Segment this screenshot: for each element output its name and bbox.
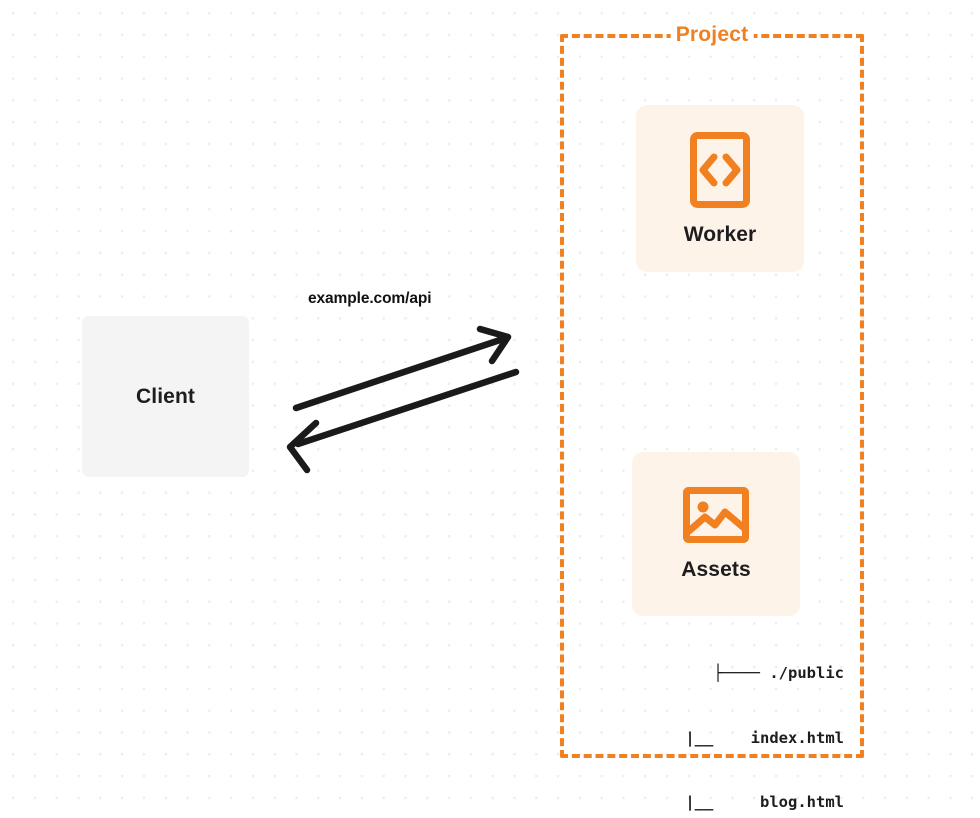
worker-card-label: Worker xyxy=(683,222,757,246)
file-tree-line: |__ index.html xyxy=(666,728,844,747)
project-title: Project xyxy=(670,23,754,47)
code-brackets-icon xyxy=(689,131,751,209)
arrow-right-icon xyxy=(292,325,512,412)
connection-endpoint-label: example.com/api xyxy=(308,290,432,307)
assets-file-tree: ├──── ./public |__ index.html |__ blog.h… xyxy=(604,620,844,818)
file-tree-line: ├──── ./public xyxy=(713,664,844,682)
client-node[interactable]: Client xyxy=(82,316,249,477)
project-container: Project Worker Assets xyxy=(560,23,864,811)
arrow-left-icon xyxy=(286,368,520,474)
assets-card-label: Assets xyxy=(681,558,751,581)
worker-card[interactable]: Worker xyxy=(636,105,804,272)
image-icon xyxy=(682,486,750,544)
file-tree-line: |__ blog.html xyxy=(666,793,844,811)
assets-card[interactable]: Assets xyxy=(632,452,800,616)
client-node-label: Client xyxy=(136,384,195,408)
